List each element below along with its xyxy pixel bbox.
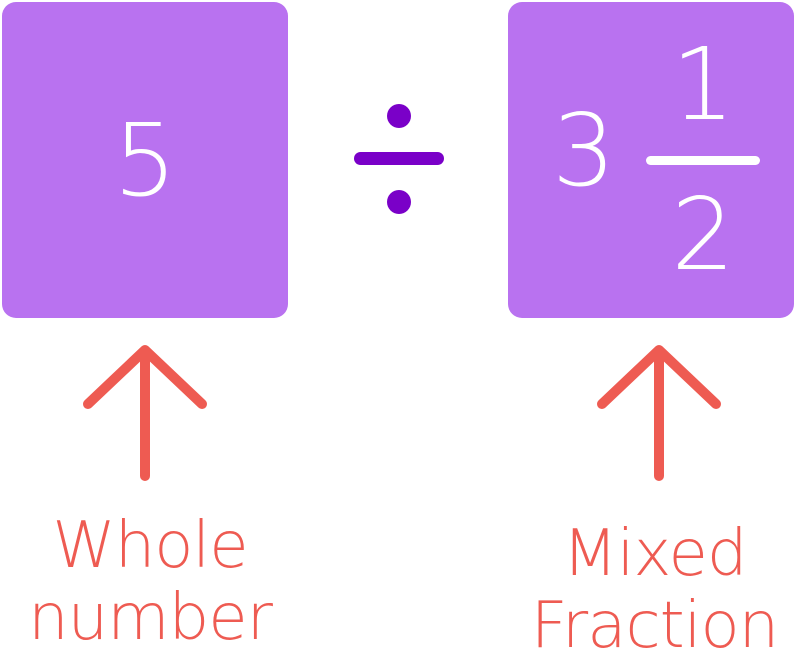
mixed-fraction-label-line-1: Mixed (562, 517, 748, 591)
mixed-fraction-denominator: 2 (671, 176, 735, 293)
fraction-bar (646, 156, 760, 165)
mixed-fraction-whole: 3 (552, 92, 616, 209)
arrow-up-icon (597, 345, 721, 481)
divide-bottom-dot (387, 190, 411, 214)
mixed-fraction-numerator: 1 (671, 26, 735, 143)
mixed-fraction-box: 3 1 2 (508, 2, 794, 318)
whole-number-box: 5 (2, 2, 288, 318)
mixed-fraction-label: Mixed Fraction (500, 518, 809, 662)
whole-number-label-line-1: Whole (52, 509, 248, 583)
mixed-fraction-label-line-2: Fraction (530, 589, 779, 663)
whole-number-value: 5 (113, 101, 177, 219)
whole-number-label-line-2: number (28, 581, 273, 655)
whole-number-label: Whole number (0, 510, 300, 654)
divide-bar (354, 152, 444, 165)
arrow-up-icon (83, 345, 207, 481)
divide-icon (354, 104, 444, 214)
divide-top-dot (387, 104, 411, 128)
